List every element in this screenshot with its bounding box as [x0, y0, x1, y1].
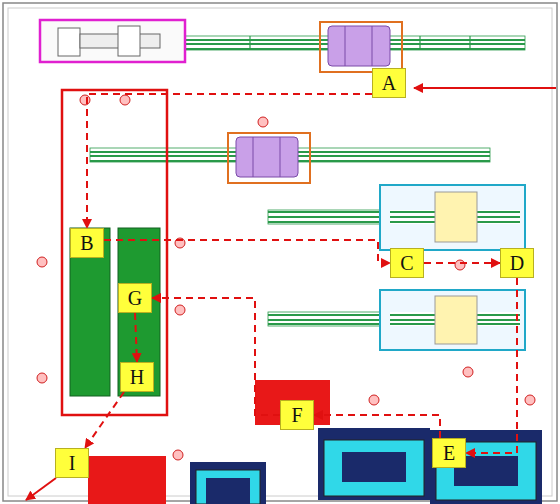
flow-arrow: [424, 262, 500, 264]
station-letter: B: [80, 233, 93, 253]
flow-arrow: [135, 313, 137, 362]
station-letter: H: [130, 367, 144, 387]
station-label: D: [500, 248, 534, 278]
station-letter: G: [128, 288, 142, 308]
station-label: A: [372, 68, 406, 98]
flow-arrow: [85, 392, 124, 448]
station-label: G: [118, 283, 152, 313]
station-label: F: [280, 400, 314, 430]
flow-arrow: [466, 278, 517, 453]
station-label: H: [120, 362, 154, 392]
station-label: I: [55, 448, 89, 478]
flow-arrow: [104, 240, 390, 263]
flow-arrow: [152, 298, 280, 415]
station-label: B: [70, 228, 104, 258]
flow-arrow: [314, 415, 440, 438]
station-letter: E: [443, 443, 455, 463]
station-letter: I: [69, 453, 76, 473]
station-letter: F: [291, 405, 302, 425]
station-letter: C: [400, 253, 413, 273]
station-letter: A: [382, 73, 396, 93]
flow-arrow: [87, 94, 372, 228]
station-label: C: [390, 248, 424, 278]
station-label: E: [432, 438, 466, 468]
station-letter: D: [510, 253, 524, 273]
